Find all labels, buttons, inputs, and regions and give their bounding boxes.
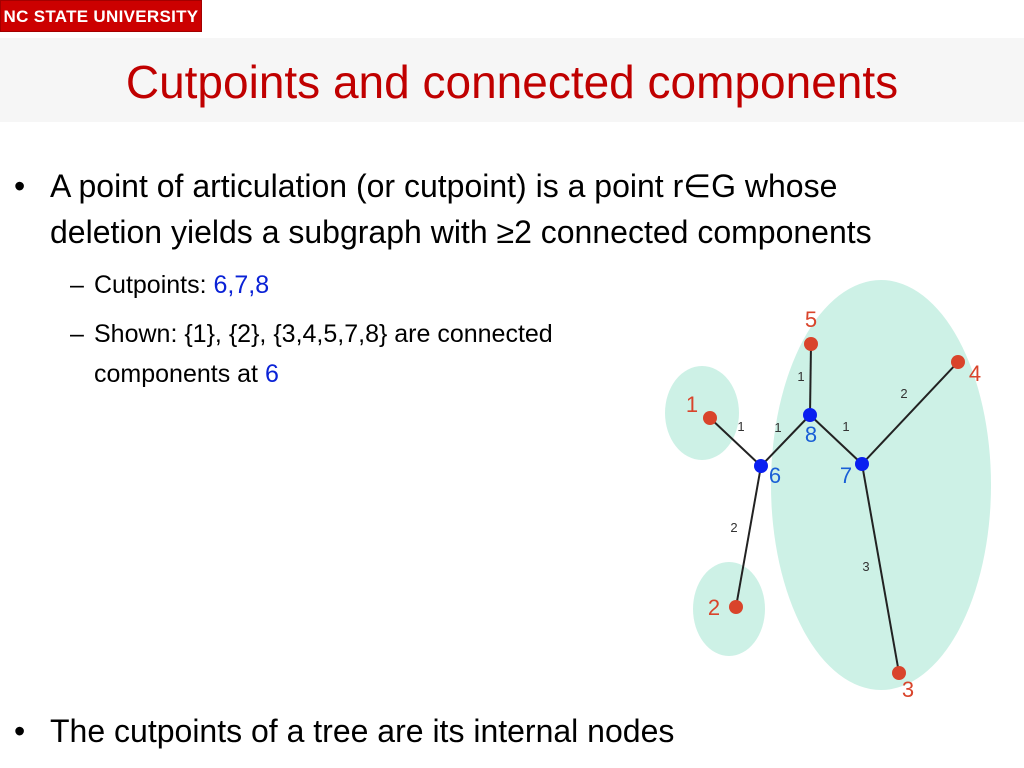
edge-7-4 <box>861 361 959 465</box>
node-7 <box>855 457 869 471</box>
edge-7-3 <box>861 463 900 674</box>
node-label-1: 1 <box>686 392 698 417</box>
edge-8-7 <box>809 414 863 465</box>
node-4 <box>951 355 965 369</box>
node-5 <box>804 337 818 351</box>
node-label-8: 8 <box>805 422 817 447</box>
edge-weight-5-8: 1 <box>797 369 804 384</box>
shown-line-1: Shown: {1}, {2}, {3,4,5,7,8} are connect… <box>94 320 553 348</box>
node-label-2: 2 <box>708 595 720 620</box>
node-label-7: 7 <box>840 463 852 488</box>
node-8 <box>803 408 817 422</box>
bullet-definition-line-1: A point of articulation (or cutpoint) is… <box>50 168 838 204</box>
node-label-3: 3 <box>902 677 914 702</box>
component-region-34578 <box>771 280 991 690</box>
bullet-tree-text: The cutpoints of a tree are its internal… <box>50 713 675 749</box>
edge-5-8 <box>809 343 812 416</box>
cutpoints-value: 6,7,8 <box>213 271 270 299</box>
shown-line-2-highlight: 6 <box>264 360 279 388</box>
node-6 <box>754 459 768 473</box>
node-label-6: 6 <box>769 463 781 488</box>
edge-weight-2-6: 2 <box>730 520 737 535</box>
node-label-4: 4 <box>969 361 981 386</box>
component-region-1 <box>665 366 739 460</box>
university-logo: NC STATE UNIVERSITY <box>0 0 202 32</box>
node-1 <box>703 411 717 425</box>
edge-weight-8-7: 1 <box>842 419 849 434</box>
slide-title: Cutpoints and connected components <box>125 56 899 108</box>
bullet-marker: • <box>14 168 26 204</box>
edge-weight-1-6: 1 <box>737 419 744 434</box>
edge-6-8 <box>760 414 811 467</box>
bullet-marker: • <box>14 713 26 749</box>
subbullet-marker: – <box>70 271 84 299</box>
node-label-5: 5 <box>805 307 817 332</box>
title-band <box>0 38 1024 122</box>
edge-weight-7-3: 3 <box>862 559 869 574</box>
edge-2-6 <box>735 465 762 608</box>
edge-1-6 <box>709 417 762 467</box>
bullet-definition-line-2: deletion yields a subgraph with ≥2 conne… <box>50 214 872 250</box>
node-2 <box>729 600 743 614</box>
edge-weight-6-8: 1 <box>774 420 781 435</box>
subbullet-marker: – <box>70 320 84 348</box>
shown-line-2-prefix: components at <box>94 360 265 388</box>
cutpoints-label: Cutpoints: <box>94 271 214 299</box>
node-3 <box>892 666 906 680</box>
edge-weight-7-4: 2 <box>900 386 907 401</box>
component-region-2 <box>693 562 765 656</box>
